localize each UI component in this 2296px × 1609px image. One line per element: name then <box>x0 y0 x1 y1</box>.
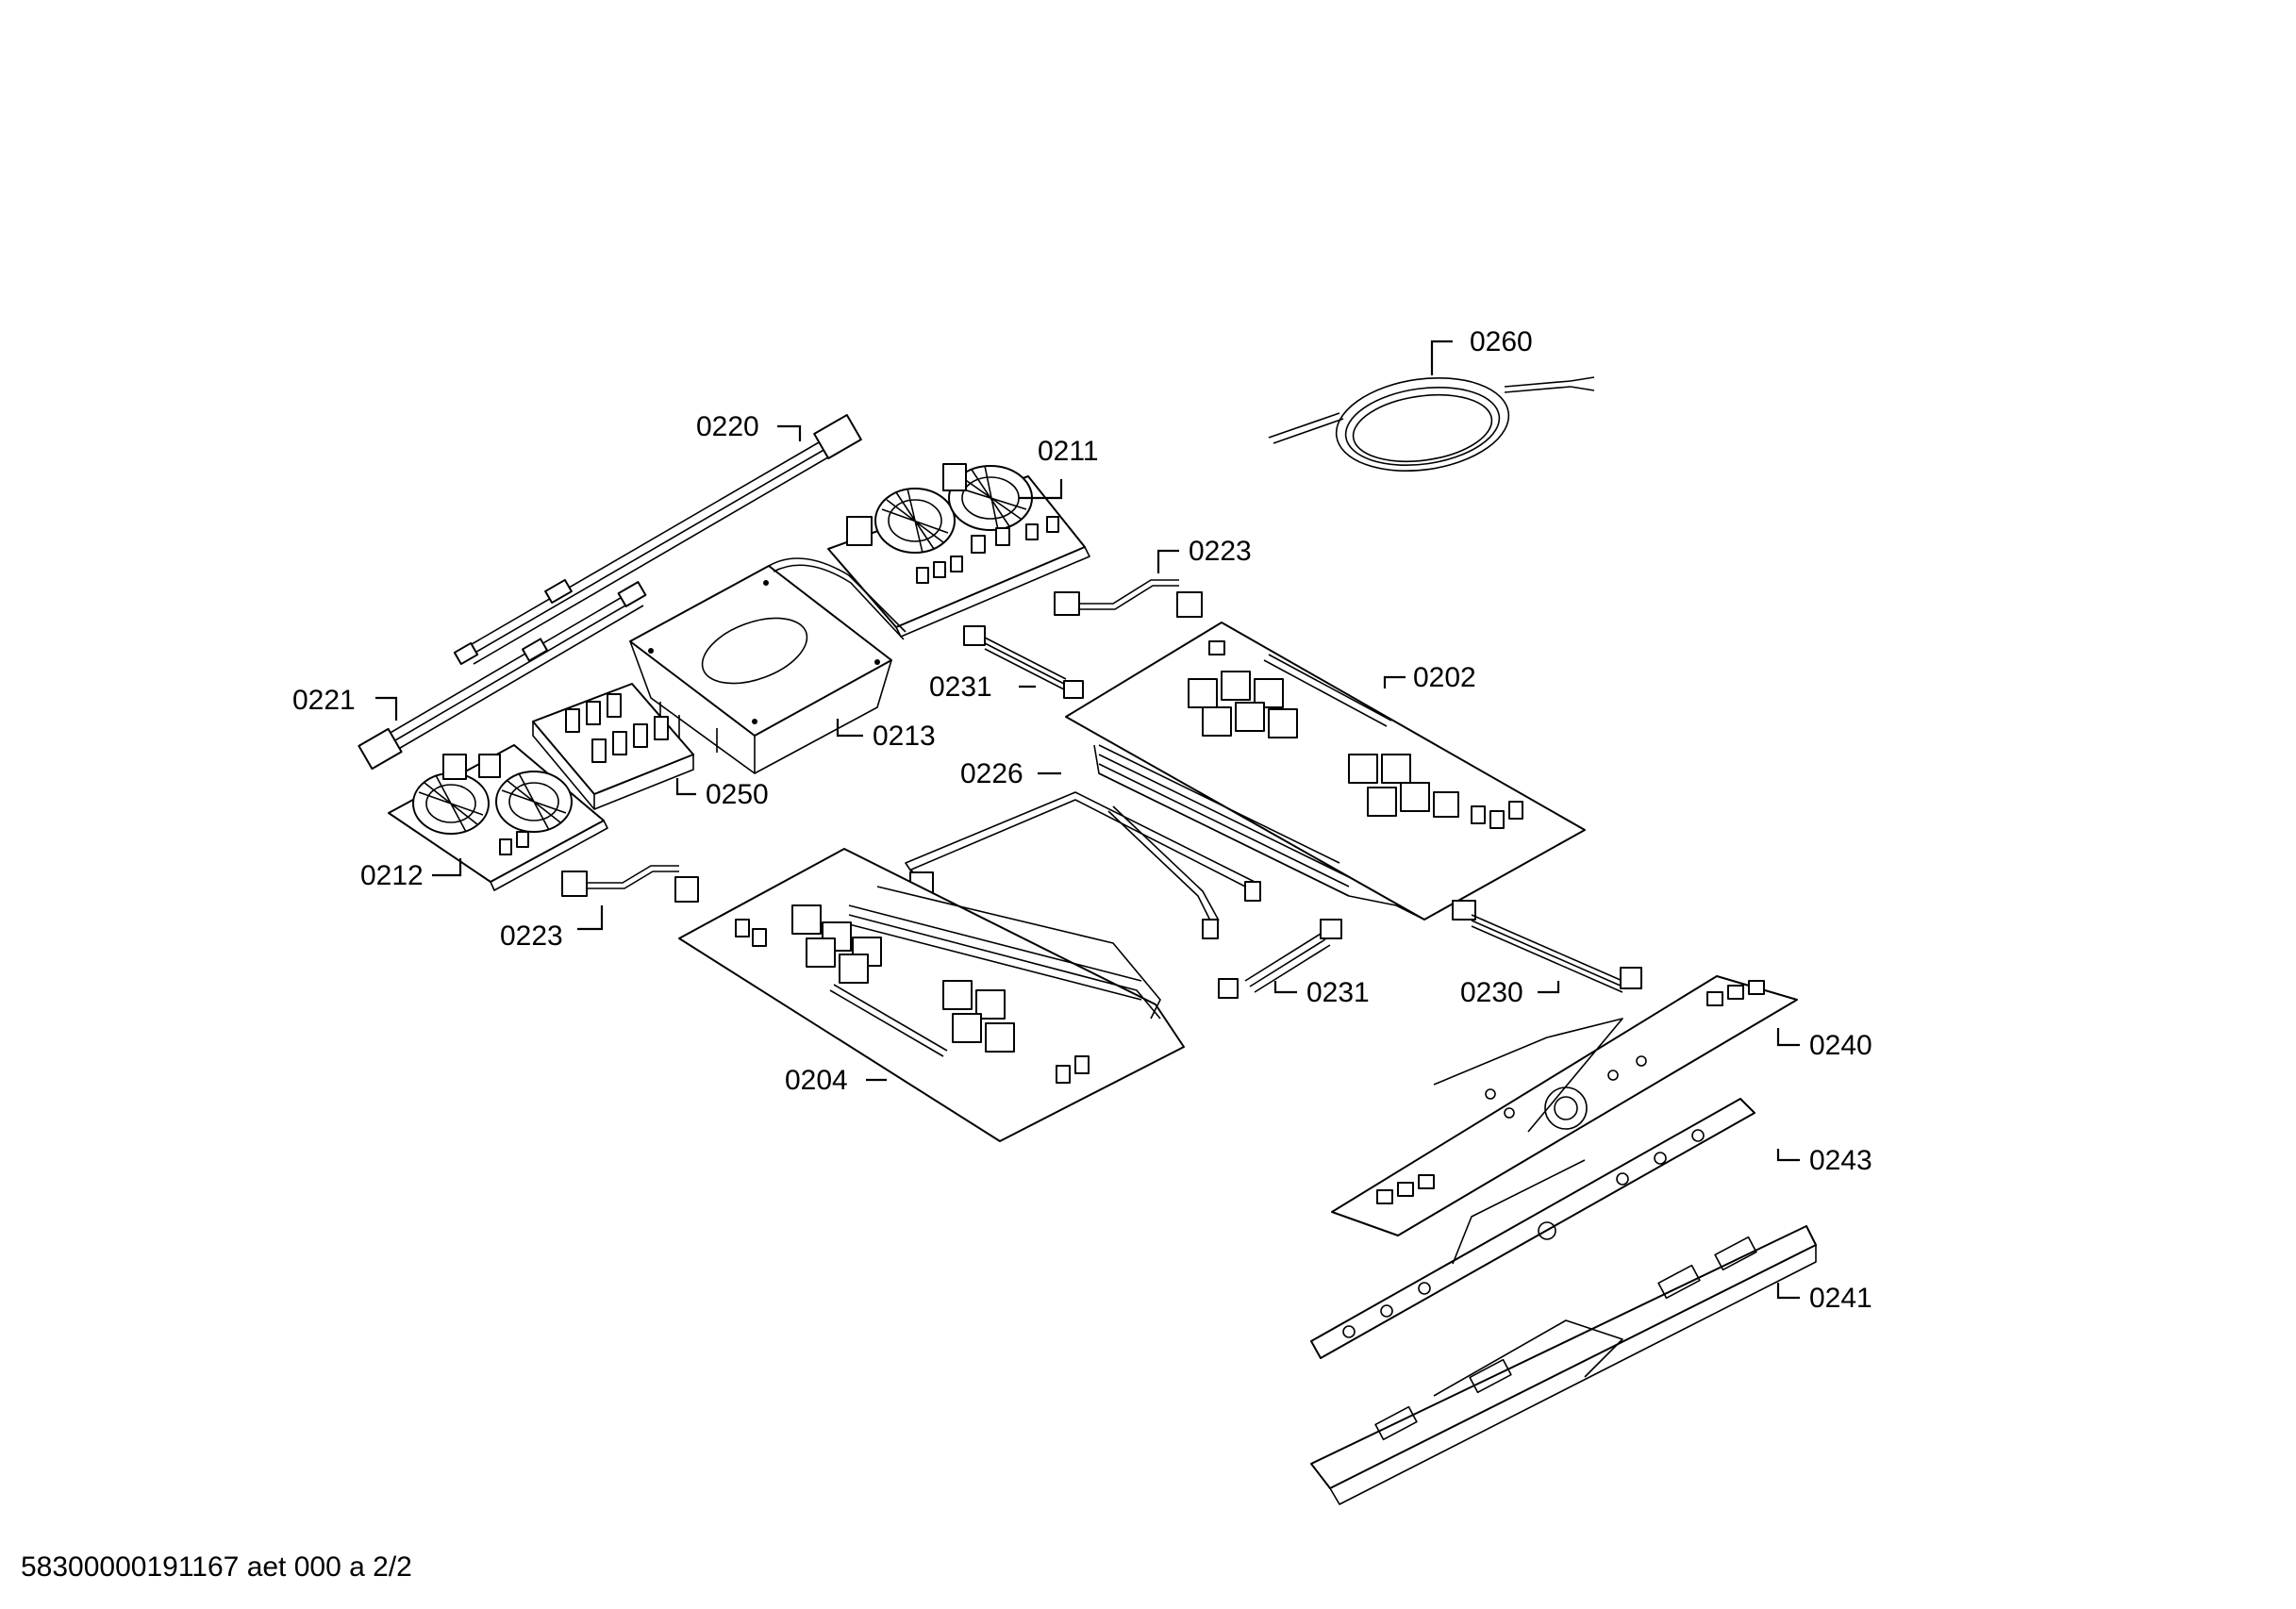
callout-0243: 0243 <box>1809 1145 1872 1176</box>
leader-lines <box>375 340 1800 1300</box>
callout-0223-lower: 0223 <box>500 921 563 952</box>
callout-0213: 0213 <box>873 721 936 752</box>
callout-0211: 0211 <box>1038 436 1099 467</box>
part-0243-light-guide[interactable] <box>1310 1098 1755 1359</box>
part-0231-flat-cable-upper[interactable] <box>963 625 1084 699</box>
callout-labels: 0260 0220 0211 0223 0231 0202 0221 0213 … <box>292 326 1872 1314</box>
part-0221-ribbon-cable[interactable] <box>358 581 647 771</box>
part-0223-jumper-cable-lower[interactable] <box>561 865 699 903</box>
callout-0221: 0221 <box>292 685 356 716</box>
callout-0223-upper: 0223 <box>1189 536 1252 567</box>
callout-0202: 0202 <box>1413 662 1476 693</box>
part-0213-induction-coil[interactable] <box>629 557 907 774</box>
part-0223-jumper-cable-upper[interactable] <box>1054 579 1203 618</box>
callout-0226: 0226 <box>960 758 1023 789</box>
callout-0231-upper: 0231 <box>929 672 992 703</box>
part-0230-flat-cable[interactable] <box>1452 900 1642 993</box>
callout-0231-lower: 0231 <box>1306 977 1370 1008</box>
part-0260-power-cable[interactable] <box>1268 368 1595 482</box>
part-0211-choke-board[interactable] <box>827 463 1090 638</box>
callout-0241: 0241 <box>1809 1283 1872 1314</box>
part-0204-power-board[interactable] <box>678 848 1185 1142</box>
callout-0250: 0250 <box>706 779 769 810</box>
part-0202-power-board[interactable] <box>1065 622 1586 921</box>
part-0240-control-board[interactable] <box>1331 975 1798 1236</box>
part-0212-choke-board[interactable] <box>388 744 608 891</box>
callout-0204: 0204 <box>785 1065 848 1096</box>
callout-0230: 0230 <box>1460 977 1523 1008</box>
callout-0220: 0220 <box>696 411 759 442</box>
callout-0260: 0260 <box>1470 326 1533 357</box>
part-0220-ribbon-cable[interactable] <box>453 414 862 666</box>
part-0241-frame[interactable] <box>1310 1225 1817 1505</box>
part-0250-terminal-block[interactable] <box>532 683 694 810</box>
drawing-reference-number: 58300000191167 aet 000 a 2/2 <box>21 1551 412 1583</box>
callout-0212: 0212 <box>360 860 424 891</box>
part-0231-flat-cable-lower[interactable] <box>1218 919 1342 999</box>
callout-0240: 0240 <box>1809 1030 1872 1061</box>
